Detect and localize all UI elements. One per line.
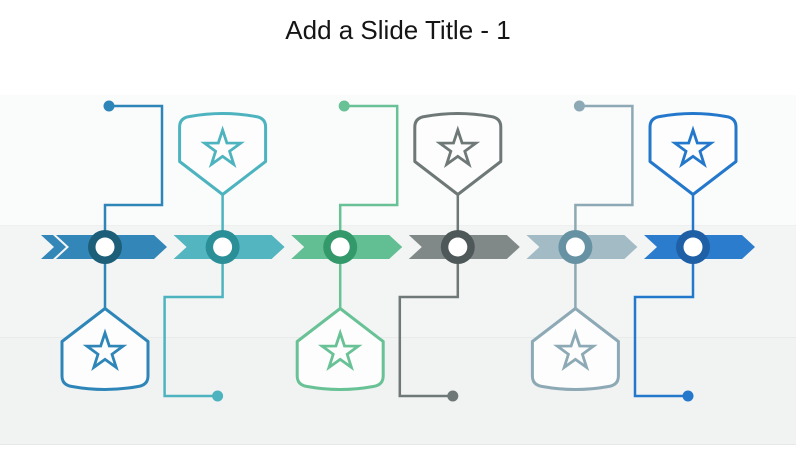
connector-dot	[212, 390, 224, 402]
timeline-node-center	[95, 237, 115, 257]
star-icon	[553, 328, 598, 371]
star-icon	[200, 125, 245, 168]
star-icon	[317, 328, 363, 371]
connector-elbow-1	[103, 104, 164, 247]
connector-dot	[447, 390, 459, 402]
badge-shield-5	[530, 307, 620, 391]
timeline-node-center	[683, 237, 703, 257]
badge-shield-2	[178, 112, 268, 196]
badge-shield-3	[295, 307, 385, 391]
badge-shield-1	[60, 307, 150, 391]
star-icon	[82, 328, 128, 371]
star-icon	[435, 125, 481, 168]
connector-dot	[103, 100, 115, 112]
timeline-node-center	[213, 237, 233, 257]
star-icon	[670, 125, 716, 168]
connector-dot	[682, 390, 694, 402]
badge-shield-6	[648, 112, 738, 196]
connector-elbow-3	[338, 104, 399, 247]
timeline-node-center	[448, 237, 468, 257]
connector-elbow-4	[398, 247, 460, 398]
timeline-node-center	[330, 237, 350, 257]
badge-shield-4	[413, 112, 503, 196]
connector-dot	[573, 100, 585, 112]
connector-dot	[338, 100, 350, 112]
timeline-node-center	[565, 237, 585, 257]
slide-title: Add a Slide Title - 1	[285, 15, 511, 45]
connector-elbow-6	[633, 247, 695, 398]
leading-chevron	[41, 235, 66, 259]
connector-elbow-2	[163, 247, 224, 398]
connector-elbow-5	[574, 104, 634, 247]
